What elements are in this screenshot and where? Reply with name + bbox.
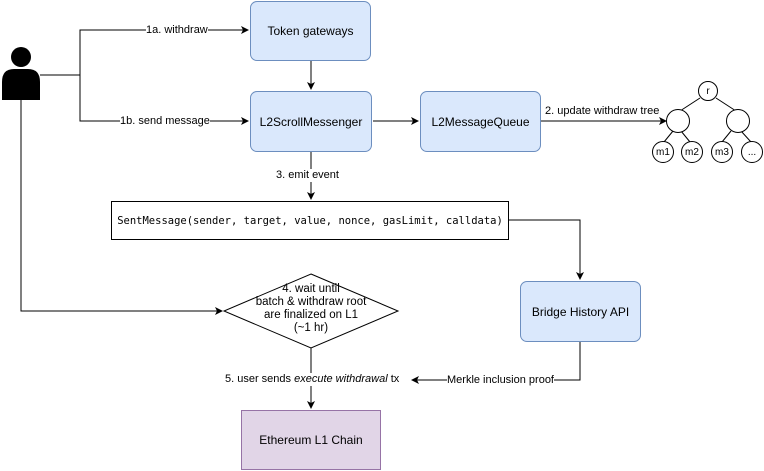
tree-edges [663,97,752,143]
tree-leaf-m3: m3 [711,141,733,163]
tree-leaf-m2: m2 [681,141,703,163]
label-user-sends-italic: execute withdrawal [294,373,388,385]
tree-leaf-more: ... [741,141,763,163]
edge-user-wait [20,100,223,315]
label-emit-event: 3. emit event [276,169,339,182]
decision-line-3: are finalized on L1 [264,309,358,321]
label-withdraw: 1a. withdraw [146,24,208,37]
tree-root-node: r [698,81,718,101]
bridge-history-api-box: Bridge History API [520,281,641,342]
token-gateways-box: Token gateways [250,1,371,61]
decision-text: 4. wait until batch & withdraw root are … [236,283,386,335]
decision-diamond [222,273,400,349]
edge-event-api [509,219,584,280]
label-user-sends-prefix: 5. user sends [225,373,295,385]
edge-withdraw [40,26,249,76]
decision-line-2: batch & withdraw root [255,296,367,308]
label-merkle-proof: Merkle inclusion proof [447,374,554,387]
ethereum-l1-chain-box: Ethereum L1 Chain [241,410,381,470]
label-send-message: 1b. send message [120,115,210,128]
user-icon [2,47,40,100]
tree-leaf-m1: m1 [652,141,674,163]
l2-scroll-messenger-box: L2ScrollMessenger [250,91,372,152]
tree-inner-node-right [726,109,750,133]
l2-message-queue-box: L2MessageQueue [420,91,541,152]
tree-inner-node-left [666,109,690,133]
sent-message-box: SentMessage(sender, target, value, nonce… [111,201,509,240]
decision-line-4: (~1 hr) [293,322,329,334]
label-user-sends: 5. user sends execute withdrawal tx [225,373,400,386]
label-update-tree: 2. update withdraw tree [545,105,660,118]
label-user-sends-suffix: tx [387,373,400,385]
decision-line-1: 4. wait until [282,283,340,295]
